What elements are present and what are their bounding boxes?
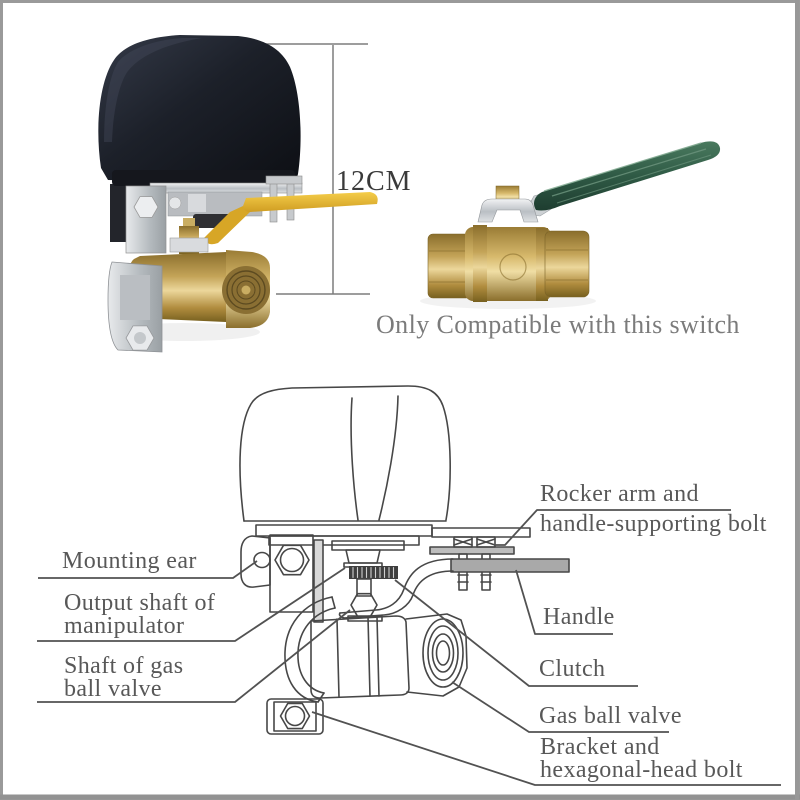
compatibility-caption: Only Compatible with this switch (376, 310, 740, 339)
mounting-plate (149, 182, 303, 194)
label-shaft-of-gas-line2: ball valve (64, 676, 162, 702)
packing-yoke (477, 198, 539, 223)
actuator-dome (98, 35, 301, 184)
label-handle: Handle (543, 604, 615, 630)
dimension-label: 12CM (336, 166, 412, 197)
green-handle (523, 141, 721, 217)
diagram-gas-ball-valve (310, 613, 468, 699)
label-shaft-of-gas-line1: Shaft of gas (64, 653, 184, 679)
diagram-mounting-ear (240, 534, 314, 613)
leader-output-shaft (37, 567, 346, 642)
label-bracket-line2: hexagonal-head bolt (540, 757, 743, 783)
leader-rocker-arm (494, 509, 731, 546)
diagram-clutch-gear (349, 566, 398, 579)
leader-gas-ball-valve (451, 681, 669, 733)
leader-bracket (311, 711, 781, 786)
label-output-shaft-line2: manipulator (64, 613, 185, 639)
right-hex-end (544, 230, 590, 298)
label-clutch: Clutch (539, 656, 606, 682)
actuator-product-photo (98, 35, 378, 353)
dimension-line (258, 43, 370, 295)
label-output-shaft-line1: Output shaft of (64, 590, 216, 616)
leader-clutch (394, 579, 638, 687)
label-rocker-arm-line2: handle-supporting bolt (540, 511, 767, 537)
bracket-bolt (133, 196, 159, 218)
label-gas-ball-valve: Gas ball valve (539, 703, 682, 729)
technical-diagram (239, 385, 570, 735)
side-bracket (125, 185, 167, 254)
left-hex-end (427, 233, 472, 299)
leader-handle (515, 569, 613, 635)
diagram-dome (239, 385, 451, 522)
diagram-bracket-clamp (266, 596, 336, 735)
diagram-bracket-bar (313, 539, 324, 623)
leader-mounting-ear (38, 560, 258, 579)
label-rocker-arm-line1: Rocker arm and (540, 481, 699, 507)
compatible-valve-photo (420, 141, 721, 309)
yellow-handle (204, 192, 378, 245)
leader-lines (37, 509, 781, 786)
diagram-valve-shaft (347, 578, 383, 622)
leader-shaft-of-gas (37, 609, 351, 703)
label-bracket-line1: Bracket and (540, 734, 660, 760)
label-mounting-ear: Mounting ear (62, 548, 197, 574)
